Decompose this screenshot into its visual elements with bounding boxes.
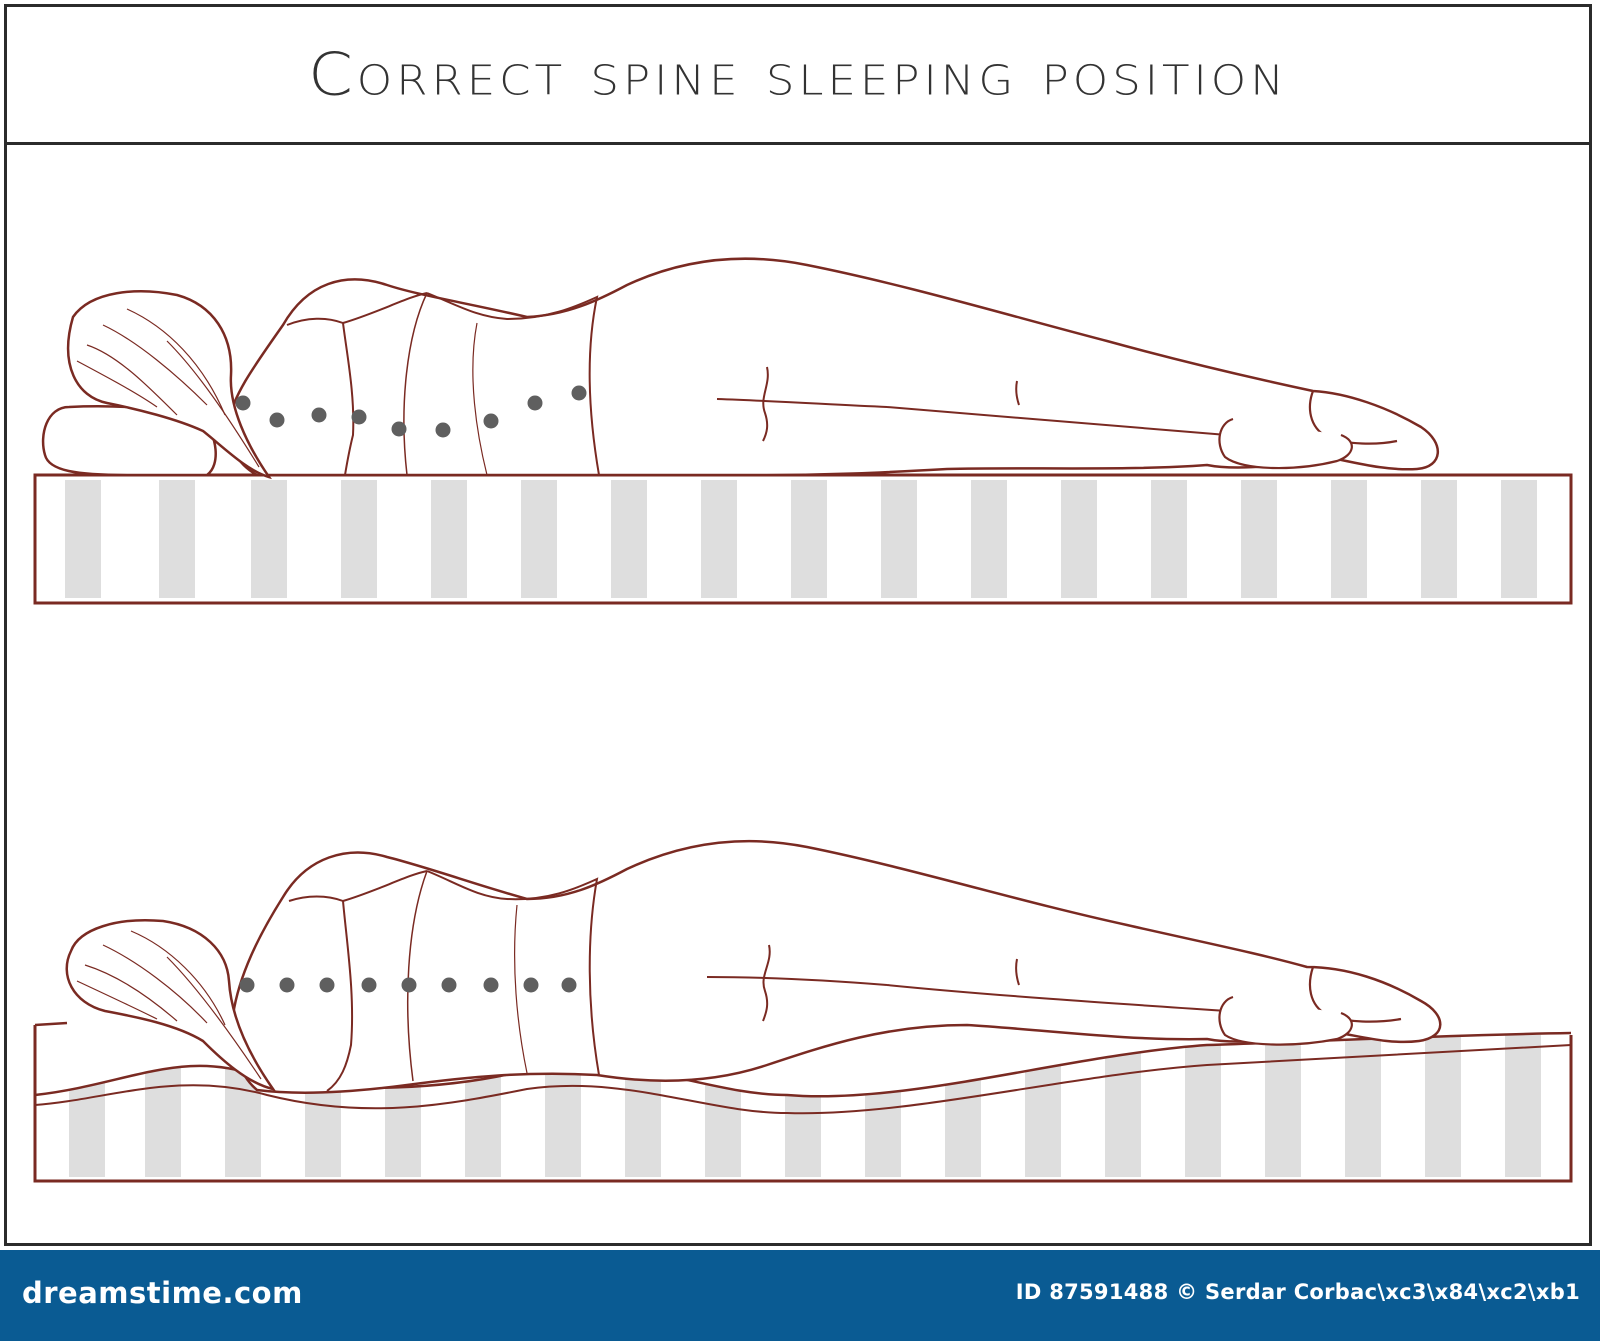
spine-dot <box>561 977 577 993</box>
spine-dot <box>391 421 407 437</box>
spine-dot <box>571 385 587 401</box>
brand-logo[interactable]: dreamstime.com <box>22 1276 303 1310</box>
leg-line-top <box>716 398 888 408</box>
spine-dot <box>523 977 539 993</box>
tank-top-bottom <box>288 895 354 1092</box>
spine-dot <box>483 977 499 993</box>
foot-bottom-lower <box>1218 995 1353 1046</box>
firm-mattress <box>33 473 1573 605</box>
spine-dots-straight <box>239 977 577 993</box>
mattress-outline-bottom <box>33 1025 1573 1183</box>
tank-top-top <box>286 317 355 476</box>
spine-dot <box>319 977 335 993</box>
image-credit: ID 87591488 © Serdar Corbac\xc3\x84\xc2\… <box>1015 1280 1580 1304</box>
panel-bottom-contour-mattress <box>33 839 1573 1183</box>
spine-illustration <box>33 257 1573 1183</box>
spine-dot <box>435 422 451 438</box>
mattress-stripes-top <box>65 480 1537 598</box>
title-bar: Correct spine sleeping position <box>7 7 1589 145</box>
footer-bar: dreamstime.com ID 87591488 © Serdar Corb… <box>0 1250 1600 1341</box>
spine-dots-curved <box>235 385 587 438</box>
spine-dot <box>269 412 285 428</box>
leg-line-bottom <box>706 976 888 986</box>
spine-dot <box>361 977 377 993</box>
spine-dot <box>527 395 543 411</box>
page-title: Correct spine sleeping position <box>308 40 1288 109</box>
spine-dot <box>483 413 499 429</box>
spine-dot <box>311 407 327 423</box>
spine-dot <box>401 977 417 993</box>
woman-body-top <box>227 257 1440 477</box>
foot-top-lower <box>1218 417 1353 470</box>
spine-dot <box>441 977 457 993</box>
spine-dot <box>239 977 255 993</box>
spine-dot <box>279 977 295 993</box>
spine-dot <box>235 395 251 411</box>
head-bottom <box>65 919 276 1091</box>
head-top <box>67 290 272 480</box>
woman-body-bottom <box>230 839 1442 1094</box>
spine-dot <box>351 409 367 425</box>
mattress-contour-inner <box>34 1044 1572 1115</box>
panel-top-firm-mattress <box>33 257 1573 605</box>
illustration-frame: Correct spine sleeping position <box>4 4 1592 1246</box>
